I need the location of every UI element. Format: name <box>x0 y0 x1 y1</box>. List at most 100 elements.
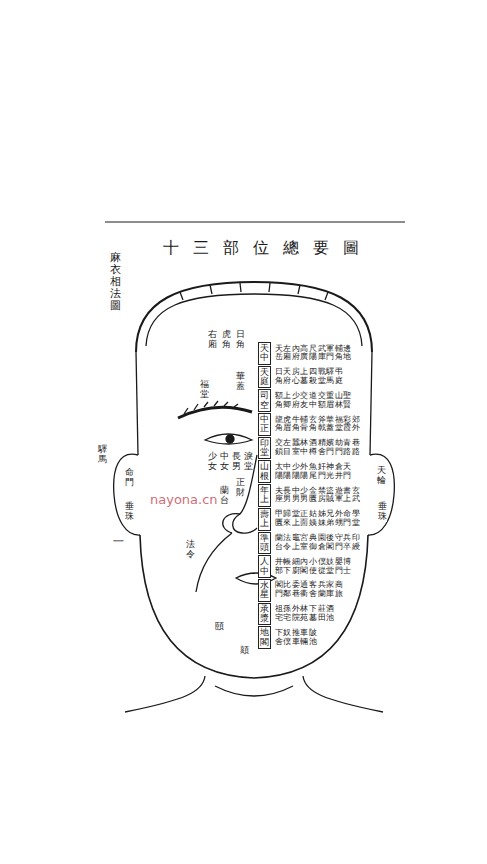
related-position: 竈上 <box>292 534 300 552</box>
jaw-outline <box>140 535 368 678</box>
eye <box>205 434 252 444</box>
related-position: 外院 <box>292 605 300 623</box>
position-box: 中正 <box>258 413 271 436</box>
position-box: 天中 <box>258 342 271 365</box>
position-label: 蘭台 <box>220 486 229 506</box>
related-position: 聖賢 <box>343 392 351 410</box>
nostril <box>223 514 240 533</box>
position-box: 準頭 <box>258 532 271 555</box>
related-position: 典御 <box>309 534 317 552</box>
related-position: 歸來 <box>283 510 291 528</box>
position-box: 年上 <box>258 484 271 507</box>
related-position: 小使 <box>309 558 317 576</box>
position-label: 驛馬 <box>98 445 107 465</box>
related-position: 法令 <box>283 534 291 552</box>
related-position: 車輛 <box>300 629 308 647</box>
related-position: 姑姨 <box>309 510 317 528</box>
position-label: 垂珠 <box>378 502 387 522</box>
related-position: 彩霞 <box>343 416 351 434</box>
related-position: 玄角 <box>309 416 317 434</box>
position-label: 福堂 <box>200 380 209 400</box>
related-position: 井部 <box>275 558 283 576</box>
related-position: 少府 <box>292 392 300 410</box>
related-position: 正面 <box>300 510 308 528</box>
position-label: 天輪 <box>377 466 386 486</box>
related-position: 命門 <box>343 510 351 528</box>
position-box: 天庭 <box>258 366 271 389</box>
related-position: 武庫 <box>318 345 326 363</box>
related-position: 細廚 <box>292 558 300 576</box>
collar <box>215 686 293 696</box>
position-name: 壽上 <box>260 510 269 529</box>
related-position: 金匱 <box>309 487 317 505</box>
position-box: 司空 <box>258 389 271 412</box>
related-position: 外陽 <box>300 463 308 481</box>
head-outline <box>136 282 372 352</box>
related-position: 戰堂 <box>318 368 326 386</box>
related-position: 姊妹 <box>318 510 326 528</box>
position-label: 正財 <box>236 478 245 498</box>
related-position: 青路 <box>343 439 351 457</box>
position-box: 水星 <box>258 579 271 602</box>
related-position: 酒樽 <box>309 439 317 457</box>
related-position: 內府 <box>292 345 300 363</box>
position-box: 壽上 <box>258 508 271 531</box>
position-name: 承漿 <box>260 605 269 624</box>
related-position: 玄武 <box>352 487 360 505</box>
related-position: 兵卒 <box>343 534 351 552</box>
position-name: 水星 <box>260 581 269 600</box>
position-label: 垂珠 <box>125 502 134 522</box>
position-box: 山根 <box>258 460 271 483</box>
position-label: 華蓋 <box>236 372 245 392</box>
related-position: 房心 <box>292 368 300 386</box>
related-position: 嬰門 <box>335 558 343 576</box>
related-position: 四殺 <box>309 368 317 386</box>
related-position: 驛馬 <box>326 368 334 386</box>
position-label: 右廂 <box>208 330 217 350</box>
position-label: 中女 <box>220 452 229 472</box>
related-position: 華蓋 <box>326 416 334 434</box>
related-position: 下墓 <box>309 605 317 623</box>
position-label: 頦 <box>240 646 249 656</box>
related-position: 上墓 <box>300 368 308 386</box>
related-position: 孫宅 <box>283 605 291 623</box>
related-position: 商旅 <box>335 581 343 599</box>
page-rule <box>105 222 405 223</box>
eyebrow <box>178 407 252 418</box>
position-name: 人中 <box>260 557 269 576</box>
related-position: 龍角 <box>275 416 283 434</box>
related-position: 書上 <box>343 487 351 505</box>
related-position: 上卿 <box>283 392 291 410</box>
position-name: 地閣 <box>260 628 269 647</box>
position-label: 法令 <box>186 540 195 560</box>
related-position: 陂池 <box>309 629 317 647</box>
related-position: 莊田 <box>318 605 326 623</box>
position-label: 虎角 <box>222 330 231 350</box>
related-position: 蘭台 <box>275 534 283 552</box>
right-ear <box>368 454 394 535</box>
related-position: 通衢 <box>300 581 308 599</box>
related-position: 兄弟 <box>326 510 334 528</box>
position-name: 司空 <box>260 391 269 410</box>
diagram-title: 十三部位總要圖 <box>163 238 373 259</box>
position-name: 準頭 <box>260 534 269 553</box>
related-position: 中陽 <box>283 463 291 481</box>
neck-right <box>303 676 383 712</box>
related-position: 嬪門 <box>326 439 334 457</box>
position-label: 日角 <box>236 330 245 350</box>
position-label: 淚堂 <box>244 452 253 472</box>
related-position: 天府 <box>283 368 291 386</box>
related-position: 虎眉 <box>283 416 291 434</box>
related-position: 斧戟 <box>318 416 326 434</box>
related-position: 後閣 <box>326 534 334 552</box>
related-position: 劫門 <box>335 439 343 457</box>
left-ear <box>114 454 140 535</box>
related-position: 委巷 <box>292 581 300 599</box>
related-position: 天門 <box>343 463 351 481</box>
related-position: 長男 <box>283 487 291 505</box>
cap-ribs <box>180 283 328 300</box>
related-position: 額角 <box>275 392 283 410</box>
related-position: 園倉 <box>318 534 326 552</box>
face-left <box>136 352 138 455</box>
